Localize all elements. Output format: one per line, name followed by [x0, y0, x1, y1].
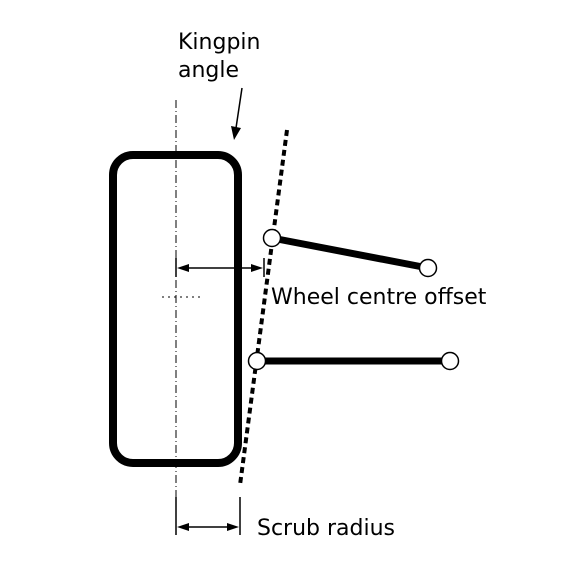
wheel-centre-offset-arrowhead-right: [251, 264, 263, 272]
kingpin-angle-arrowhead: [231, 126, 241, 140]
scrub-radius-arrowhead-right: [227, 523, 239, 531]
kingpin-angle-label-line1: Kingpin: [178, 30, 260, 55]
wheel-centre-offset-arrowhead-left: [177, 264, 189, 272]
upper-ball-joint: [262, 228, 282, 248]
upper-control-arm: [271, 234, 429, 272]
scrub-radius-arrowhead-left: [177, 523, 189, 531]
kingpin-angle-arrow: [235, 87, 243, 129]
upper-arm-pivot: [418, 258, 438, 278]
wheel-centre-offset-label: Wheel centre offset: [271, 285, 487, 310]
lower-arm-pivot: [440, 351, 460, 371]
lower-ball-joint: [247, 351, 267, 371]
kingpin-angle-label-line2: angle: [178, 58, 239, 83]
scrub-radius-label: Scrub radius: [257, 516, 395, 541]
